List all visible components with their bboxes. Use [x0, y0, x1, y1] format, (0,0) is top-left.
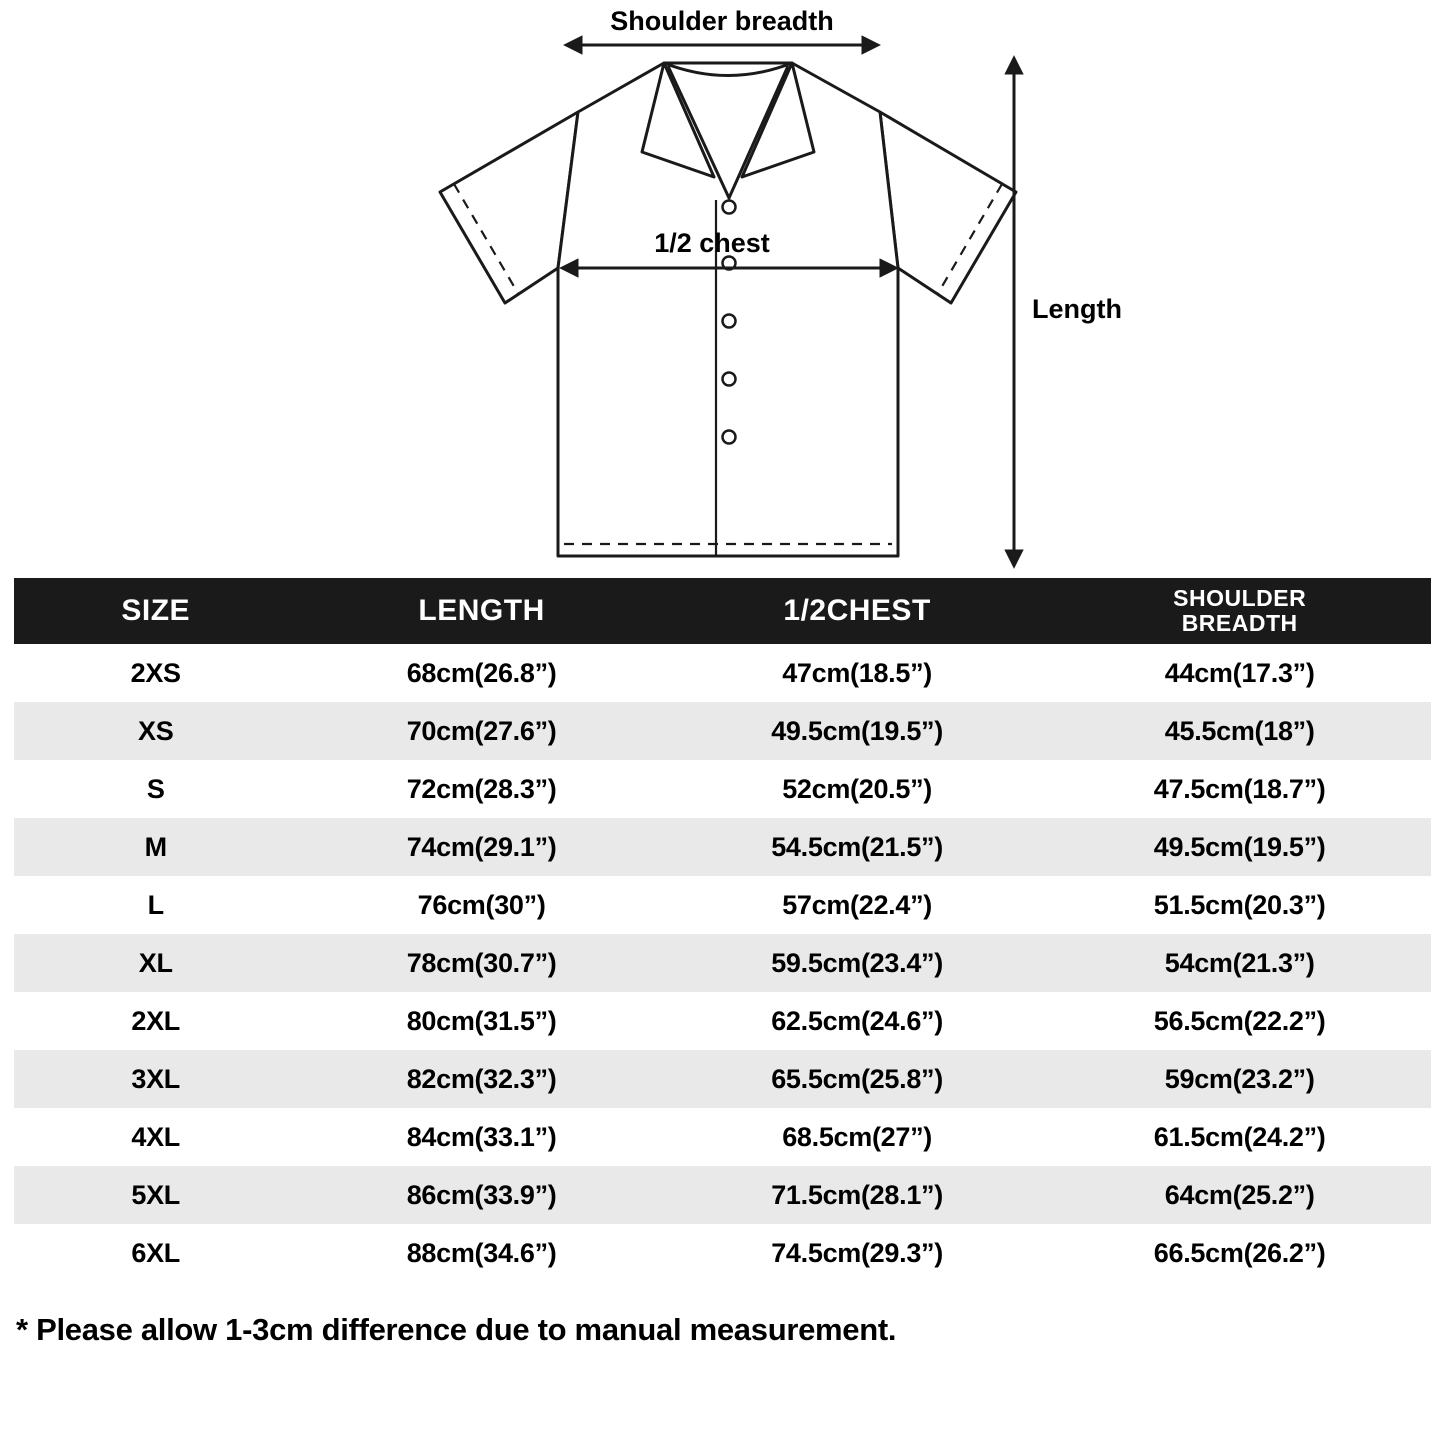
table-row: XS 70cm(27.6”) 49.5cm(19.5”) 45.5cm(18”) [14, 702, 1431, 760]
table-row: 4XL 84cm(33.1”) 68.5cm(27”) 61.5cm(24.2”… [14, 1108, 1431, 1166]
length-cell: 70cm(27.6”) [406, 715, 557, 746]
half-chest-label: 1/2 chest [654, 228, 770, 258]
half-chest-cell: 57cm(22.4”) [782, 889, 932, 920]
button-icon [721, 429, 737, 445]
half-chest-cell: 68.5cm(27”) [782, 1121, 932, 1152]
table-row: 2XL 80cm(31.5”) 62.5cm(24.6”) 56.5cm(22.… [14, 992, 1431, 1050]
table-row: 2XS 68cm(26.8”) 47cm(18.5”) 44cm(17.3”) [14, 644, 1431, 702]
half-chest-cell: 65.5cm(25.8”) [771, 1063, 943, 1094]
footnote: * Please allow 1-3cm difference due to m… [16, 1312, 897, 1347]
button-icon [721, 371, 737, 387]
neckline [666, 65, 790, 200]
size-cell: XS [137, 715, 174, 746]
header-shoulder-breadth: SHOULDER BREADTH [1048, 584, 1431, 637]
table-row: 5XL 86cm(33.9”) 71.5cm(28.1”) 64cm(25.2”… [14, 1166, 1431, 1224]
length-cell: 88cm(34.6”) [406, 1237, 557, 1268]
length-cell: 68cm(26.8”) [406, 657, 557, 688]
shoulder-breadth-cell: 61.5cm(24.2”) [1153, 1121, 1326, 1152]
shoulder-breadth-cell: 54cm(21.3”) [1164, 947, 1315, 978]
shirt-diagram-svg: Shoulder breadth 1/2 chest Length [438, 6, 1122, 569]
right-collar [740, 61, 816, 179]
size-table: SIZE LENGTH 1/2CHEST SHOULDER BREADTH 2X… [14, 578, 1431, 1282]
table-row: S 72cm(28.3”) 52cm(20.5”) 47.5cm(18.7”) [14, 760, 1431, 818]
shirt-drawing [438, 61, 1018, 558]
shoulder-breadth-cell: 51.5cm(20.3”) [1153, 889, 1326, 920]
half-chest-cell: 71.5cm(28.1”) [771, 1179, 943, 1210]
shoulder-breadth-label: Shoulder breadth [610, 6, 834, 36]
length-cell: 80cm(31.5”) [406, 1005, 557, 1036]
size-cell: 5XL [131, 1179, 180, 1210]
header-length: LENGTH [418, 594, 545, 627]
half-chest-cell: 74.5cm(29.3”) [771, 1237, 943, 1268]
size-cell: L [147, 889, 165, 920]
shoulder-breadth-cell: 47.5cm(18.7”) [1153, 773, 1326, 804]
header-size: SIZE [121, 594, 191, 627]
left-cuff-stitch [453, 183, 520, 296]
shirt-body [556, 61, 900, 558]
shoulder-breadth-cell: 66.5cm(26.2”) [1153, 1237, 1326, 1268]
measurement-arrows [559, 35, 1024, 569]
half-chest-cell: 59.5cm(23.4”) [771, 947, 943, 978]
length-cell: 78cm(30.7”) [406, 947, 557, 978]
half-chest-cell: 62.5cm(24.6”) [771, 1005, 943, 1036]
half-chest-cell: 54.5cm(21.5”) [771, 831, 943, 862]
size-cell: 2XS [130, 657, 181, 688]
shirt-diagram: Shoulder breadth 1/2 chest Length [0, 0, 1445, 578]
shoulder-breadth-cell: 45.5cm(18”) [1164, 715, 1315, 746]
left-collar [640, 61, 716, 179]
size-cell: 4XL [131, 1121, 180, 1152]
size-cell: XL [138, 947, 173, 978]
length-cell: 82cm(32.3”) [406, 1063, 557, 1094]
shoulder-breadth-cell: 44cm(17.3”) [1164, 657, 1315, 688]
size-cell: 2XL [131, 1005, 180, 1036]
table-row: L 76cm(30”) 57cm(22.4”) 51.5cm(20.3”) [14, 876, 1431, 934]
right-sleeve [878, 110, 1018, 305]
button-icon [721, 313, 737, 329]
table-row: M 74cm(29.1”) 54.5cm(21.5”) 49.5cm(19.5”… [14, 818, 1431, 876]
length-cell: 86cm(33.9”) [406, 1179, 557, 1210]
table-row: XL 78cm(30.7”) 59.5cm(23.4”) 54cm(21.3”) [14, 934, 1431, 992]
shoulder-breadth-cell: 49.5cm(19.5”) [1153, 831, 1326, 862]
header-shoulder-line2: BREADTH [1181, 610, 1298, 636]
size-table-body: 2XS 68cm(26.8”) 47cm(18.5”) 44cm(17.3”) … [14, 644, 1431, 1282]
length-cell: 84cm(33.1”) [406, 1121, 557, 1152]
back-collar [663, 61, 793, 77]
table-row: 6XL 88cm(34.6”) 74.5cm(29.3”) 66.5cm(26.… [14, 1224, 1431, 1282]
diagram-labels: Shoulder breadth 1/2 chest Length [610, 6, 1122, 324]
half-chest-cell: 47cm(18.5”) [782, 657, 932, 688]
right-cuff-stitch [936, 183, 1003, 296]
half-chest-cell: 52cm(20.5”) [782, 773, 932, 804]
shoulder-breadth-cell: 59cm(23.2”) [1164, 1063, 1315, 1094]
size-cell: M [144, 831, 168, 862]
length-cell: 74cm(29.1”) [406, 831, 557, 862]
header-half-chest: 1/2CHEST [783, 594, 931, 627]
half-chest-cell: 49.5cm(19.5”) [771, 715, 943, 746]
length-label: Length [1032, 294, 1122, 324]
button-icon [721, 199, 737, 215]
shoulder-breadth-cell: 56.5cm(22.2”) [1153, 1005, 1326, 1036]
size-cell: 6XL [131, 1237, 180, 1268]
length-cell: 76cm(30”) [417, 889, 546, 920]
size-cell: 3XL [131, 1063, 180, 1094]
table-row: 3XL 82cm(32.3”) 65.5cm(25.8”) 59cm(23.2”… [14, 1050, 1431, 1108]
shoulder-breadth-cell: 64cm(25.2”) [1164, 1179, 1315, 1210]
size-cell: S [146, 773, 165, 804]
length-cell: 72cm(28.3”) [406, 773, 557, 804]
size-table-header: SIZE LENGTH 1/2CHEST SHOULDER BREADTH [14, 578, 1431, 644]
header-shoulder-line1: SHOULDER [1173, 584, 1307, 611]
